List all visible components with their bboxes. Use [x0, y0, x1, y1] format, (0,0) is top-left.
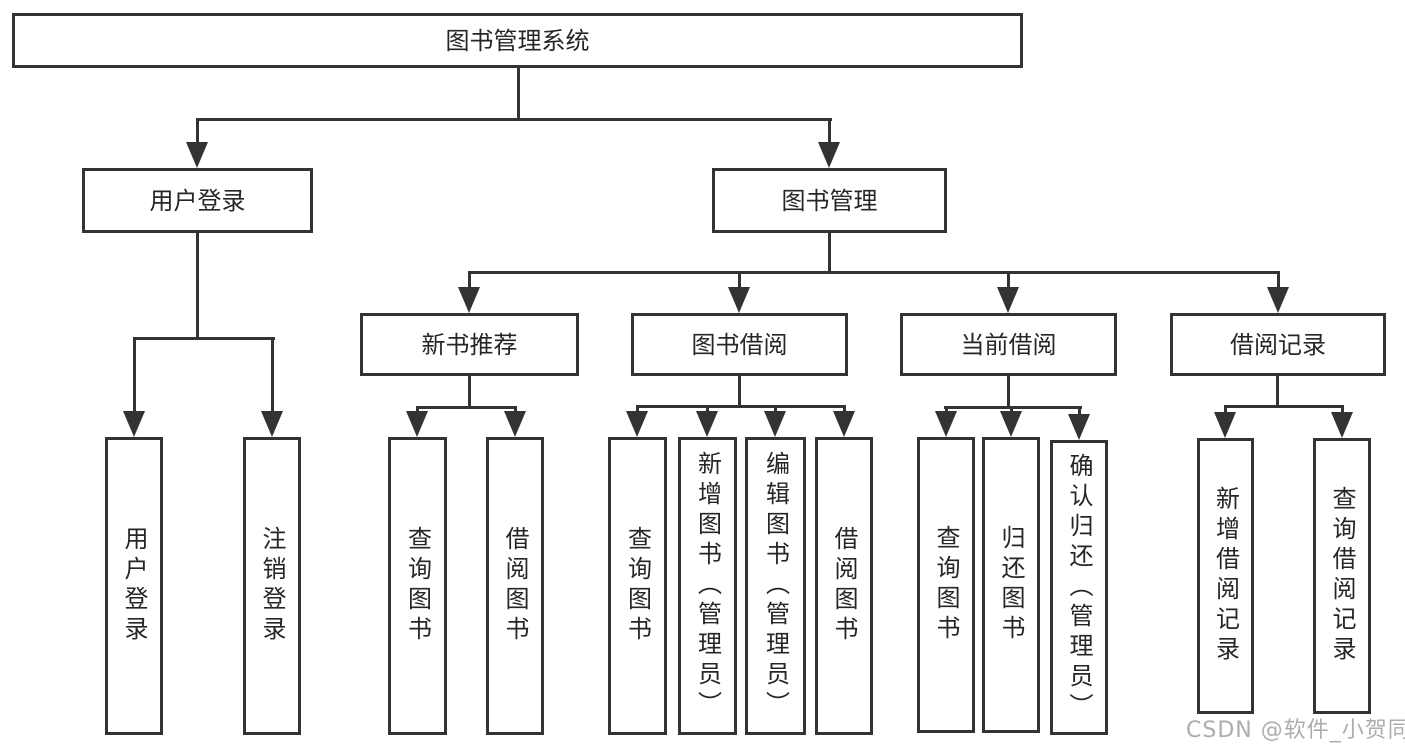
- node-new-book-recommend-label: 新书推荐: [421, 330, 518, 359]
- leaf-borrow-add-book-label: 新增图书（管理员）: [693, 451, 722, 721]
- connector-line: [416, 406, 517, 409]
- arrow-down-icon: [1000, 411, 1022, 437]
- node-user-login: 用户登录: [82, 168, 313, 233]
- node-borrow-records: 借阅记录: [1170, 313, 1386, 376]
- connector-line: [1276, 376, 1279, 405]
- connector-line: [1007, 271, 1010, 287]
- leaf-records-add: 新增借阅记录: [1197, 438, 1254, 714]
- connector-line: [196, 118, 832, 121]
- leaf-logout-label: 注销登录: [258, 526, 286, 646]
- connector-line: [271, 337, 274, 411]
- connector-line: [468, 271, 471, 287]
- leaf-current-confirm-return: 确认归还（管理员）: [1050, 440, 1108, 735]
- leaf-records-query: 查询借阅记录: [1313, 438, 1371, 714]
- node-book-management: 图书管理: [712, 168, 947, 233]
- connector-line: [133, 337, 136, 411]
- leaf-borrow-borrow-book: 借阅图书: [815, 437, 873, 735]
- connector-line: [517, 68, 520, 120]
- connector-line: [738, 376, 741, 405]
- node-root-label: 图书管理系统: [445, 26, 590, 55]
- arrow-down-icon: [1331, 412, 1353, 438]
- node-root: 图书管理系统: [12, 13, 1023, 68]
- connector-line: [636, 405, 846, 408]
- leaf-borrow-borrow-book-label: 借阅图书: [830, 526, 858, 646]
- arrow-down-icon: [764, 411, 786, 437]
- connector-line: [843, 405, 846, 413]
- leaf-records-query-label: 查询借阅记录: [1328, 486, 1356, 666]
- node-borrow-records-label: 借阅记录: [1230, 330, 1326, 359]
- leaf-borrow-edit-book-label: 编辑图书（管理员）: [761, 451, 790, 721]
- leaf-current-return: 归还图书: [982, 437, 1040, 733]
- connector-line: [196, 233, 199, 337]
- arrow-down-icon: [833, 411, 855, 437]
- connector-line: [1078, 406, 1081, 414]
- leaf-borrow-query: 查询图书: [608, 437, 667, 735]
- connector-line: [944, 406, 1082, 409]
- connector-line: [468, 271, 1280, 274]
- arrow-down-icon: [186, 142, 208, 168]
- leaf-logout: 注销登录: [243, 437, 301, 735]
- leaf-current-query-label: 查询图书: [932, 525, 960, 645]
- connector-line: [416, 406, 419, 414]
- node-book-management-label: 图书管理: [781, 186, 878, 215]
- leaf-current-confirm-return-label: 确认归还（管理员）: [1065, 452, 1093, 723]
- node-book-borrow-label: 图书借阅: [691, 330, 788, 359]
- node-current-borrow: 当前借阅: [900, 313, 1117, 376]
- arrow-down-icon: [1068, 414, 1090, 440]
- connector-line: [706, 405, 709, 413]
- leaf-newbook-query-label: 查询图书: [403, 526, 432, 646]
- csdn-watermark: CSDN @软件_小贺同学: [1186, 718, 1405, 743]
- arrow-down-icon: [123, 411, 145, 437]
- leaf-borrow-add-book: 新增图书（管理员）: [678, 437, 737, 735]
- connector-line: [1010, 406, 1013, 413]
- connector-line: [1224, 405, 1227, 413]
- leaf-current-query: 查询图书: [917, 437, 975, 733]
- connector-line: [1277, 271, 1280, 287]
- arrow-down-icon: [935, 411, 957, 437]
- leaf-borrow-edit-book: 编辑图书（管理员）: [745, 437, 806, 735]
- leaf-newbook-borrow: 借阅图书: [486, 437, 544, 735]
- leaf-user-login-label: 用户登录: [120, 526, 148, 646]
- arrow-down-icon: [1214, 412, 1236, 438]
- connector-line: [133, 337, 275, 340]
- arrow-down-icon: [406, 411, 428, 437]
- arrow-down-icon: [504, 411, 526, 437]
- connector-line: [1224, 405, 1344, 408]
- arrow-down-icon: [818, 142, 840, 168]
- arrow-down-icon: [696, 411, 718, 437]
- node-new-book-recommend: 新书推荐: [360, 313, 579, 376]
- leaf-newbook-query: 查询图书: [388, 437, 447, 735]
- connector-line: [196, 120, 199, 144]
- arrow-down-icon: [458, 287, 480, 313]
- connector-line: [738, 271, 741, 287]
- connector-line: [514, 406, 517, 414]
- arrow-down-icon: [997, 287, 1019, 313]
- arrow-down-icon: [728, 287, 750, 313]
- connector-line: [1341, 405, 1344, 413]
- leaf-newbook-borrow-label: 借阅图书: [501, 526, 529, 646]
- connector-line: [828, 233, 831, 273]
- connector-line: [1007, 376, 1010, 406]
- connector-line: [468, 376, 471, 406]
- node-user-login-label: 用户登录: [149, 186, 246, 215]
- leaf-user-login: 用户登录: [105, 437, 163, 735]
- arrow-down-icon: [261, 411, 283, 437]
- arrow-down-icon: [626, 411, 648, 437]
- connector-line: [945, 406, 948, 413]
- arrow-down-icon: [1267, 287, 1289, 313]
- leaf-current-return-label: 归还图书: [997, 525, 1025, 645]
- connector-line: [636, 405, 639, 413]
- connector-line: [828, 120, 831, 144]
- leaf-borrow-query-label: 查询图书: [623, 526, 652, 646]
- node-current-borrow-label: 当前借阅: [960, 330, 1057, 359]
- leaf-records-add-label: 新增借阅记录: [1211, 486, 1240, 666]
- node-book-borrow: 图书借阅: [631, 313, 848, 376]
- connector-line: [774, 405, 777, 413]
